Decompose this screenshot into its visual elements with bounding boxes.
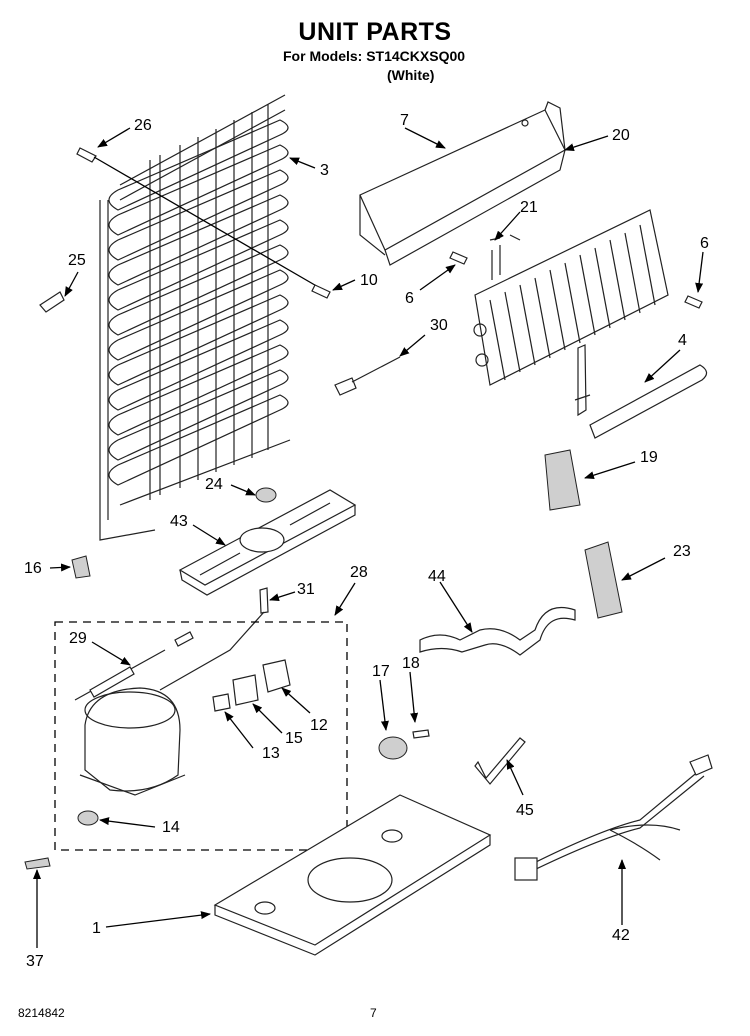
- callout-17: 17: [372, 663, 390, 680]
- callout-14: 14: [162, 819, 180, 836]
- callout-31: 31: [297, 581, 315, 598]
- cover-13: [212, 693, 231, 712]
- foam-block-23: [584, 541, 623, 619]
- callout-16: 16: [24, 560, 42, 577]
- callout-37: 37: [26, 953, 44, 970]
- callout-3: 3: [320, 162, 329, 179]
- callout-20: 20: [612, 127, 630, 144]
- callout-25: 25: [68, 252, 86, 269]
- callout-labels: 26 3 7 20 21 6 10 6 25 30 4 19 24 43 23 …: [24, 112, 709, 970]
- callout-4: 4: [678, 332, 687, 349]
- callout-21: 21: [520, 199, 538, 216]
- defrost-heater: [574, 344, 708, 439]
- part-37: [24, 857, 51, 870]
- callout-44: 44: [428, 568, 446, 585]
- document-number: 8214842: [18, 1006, 65, 1020]
- drain-tray-43: [178, 489, 357, 596]
- callout-6-right: 6: [700, 235, 709, 252]
- callout-18: 18: [402, 655, 420, 672]
- overload-12: [262, 659, 291, 693]
- callout-6-left: 6: [405, 290, 414, 307]
- compressor: [77, 687, 186, 826]
- tube-44: [419, 606, 576, 656]
- compressor-kit-boundary: [54, 621, 348, 851]
- base-plate: [213, 794, 492, 956]
- callout-12: 12: [310, 717, 328, 734]
- screw-26: [76, 147, 321, 289]
- thermistor-30: [334, 356, 401, 396]
- color-line: (White): [387, 67, 435, 83]
- screw-6-left: [449, 251, 468, 265]
- callout-24: 24: [205, 476, 223, 493]
- bracket-25: [39, 291, 65, 313]
- wiring-harness: [514, 754, 713, 881]
- callout-29: 29: [69, 630, 87, 647]
- callout-10: 10: [360, 272, 378, 289]
- callout-23: 23: [673, 543, 691, 560]
- callout-42: 42: [612, 927, 630, 944]
- callout-15: 15: [285, 730, 303, 747]
- callout-43: 43: [170, 513, 188, 530]
- foam-block-19: [544, 449, 581, 511]
- screw-10: [311, 284, 331, 299]
- evaporator-housing: [359, 101, 566, 266]
- callout-7: 7: [400, 112, 409, 129]
- capillary-29: [74, 631, 194, 701]
- callout-13: 13: [262, 745, 280, 762]
- clip-16: [71, 555, 91, 579]
- models-line: For Models: ST14CKXSQ00: [283, 48, 466, 64]
- screw-18: [412, 729, 430, 739]
- leader-lines: [33, 127, 704, 948]
- page-title: UNIT PARTS: [298, 18, 452, 46]
- damper-17: [378, 736, 408, 760]
- callout-1: 1: [92, 920, 101, 937]
- callout-19: 19: [640, 449, 658, 466]
- callout-28: 28: [350, 564, 368, 581]
- screw-6-right: [684, 295, 703, 309]
- drain-tube-31: [259, 587, 269, 614]
- callout-45: 45: [516, 802, 534, 819]
- callout-30: 30: [430, 317, 448, 334]
- callout-26: 26: [134, 117, 152, 134]
- grommet-24: [255, 487, 277, 503]
- relay-15: [232, 674, 259, 706]
- evaporator: [473, 209, 669, 386]
- page-number: 7: [370, 1006, 377, 1020]
- condenser-coil: [99, 94, 291, 541]
- tube-45: [474, 737, 526, 785]
